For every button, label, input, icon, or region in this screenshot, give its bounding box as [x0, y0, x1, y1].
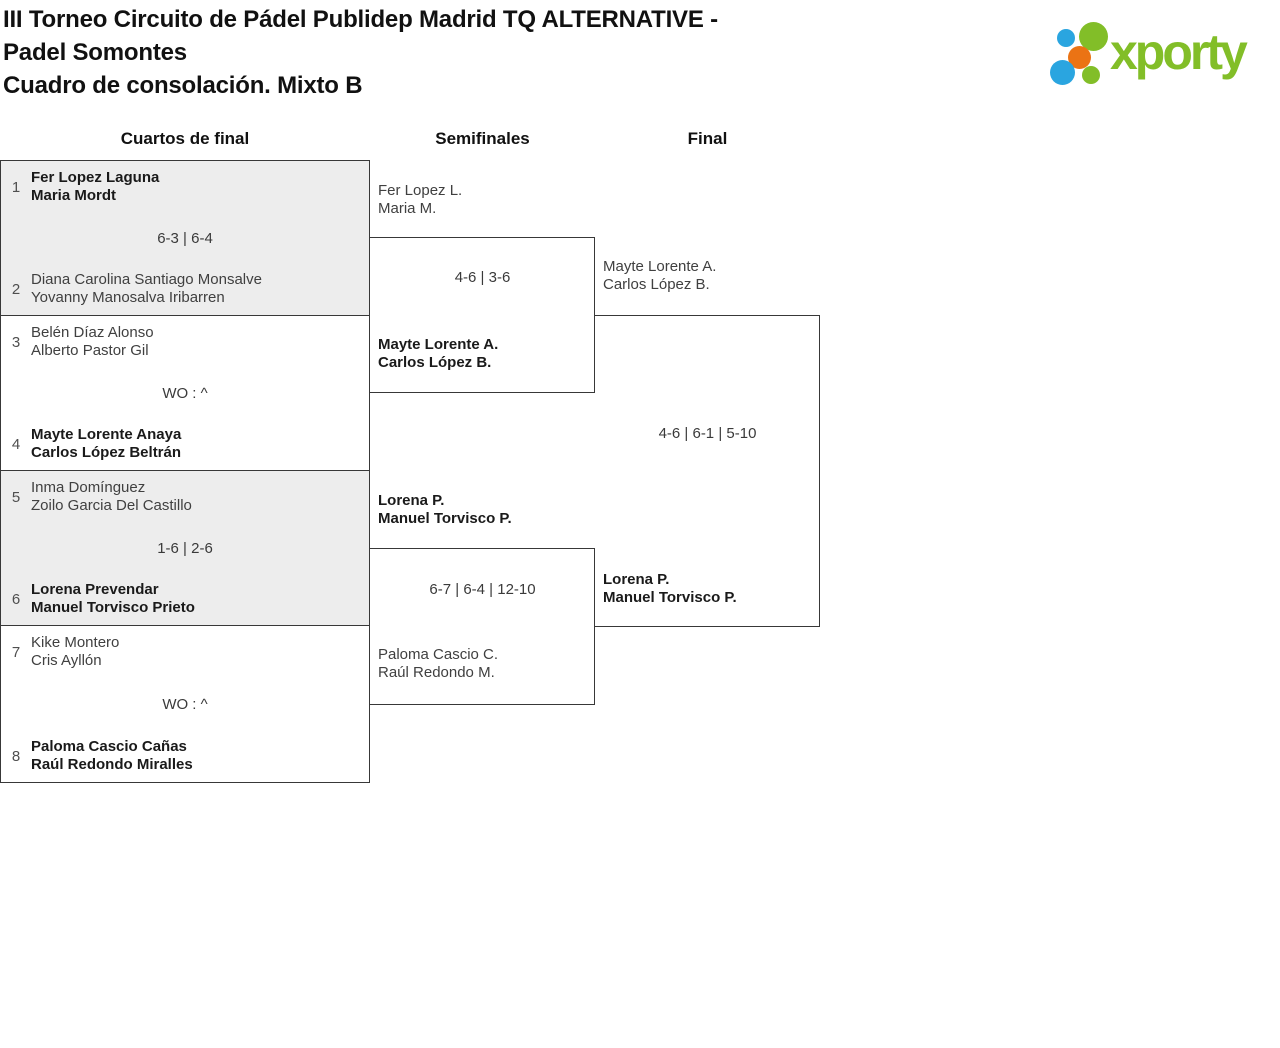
- player-name: Lorena P.: [603, 571, 670, 588]
- player-name: Belén Díaz Alonso: [31, 324, 154, 341]
- player-name: Maria Mordt: [31, 187, 117, 204]
- team-names: Lorena Prevendar Manuel Torvisco Prieto: [31, 581, 195, 617]
- logo-bubble-blue-small-icon: [1057, 29, 1075, 47]
- logo-bubble-green-small-icon: [1082, 66, 1100, 84]
- page-title-line-1: III Torneo Circuito de Pádel Publidep Ma…: [3, 6, 718, 33]
- match-quarterfinal-1: 1 Fer Lopez Laguna Maria Mordt 6-3 | 6-4…: [0, 160, 370, 316]
- match-final-box: [595, 315, 820, 627]
- match-score: WO : ^: [162, 384, 208, 402]
- player-name: Carlos López B.: [603, 276, 710, 293]
- player-name: Inma Domínguez: [31, 479, 146, 496]
- seed-number: 6: [11, 590, 21, 608]
- semifinal-1-score: 4-6 | 3-6: [454, 269, 511, 286]
- semifinal-2-team-bottom: Paloma Cascio C. Raúl Redondo M.: [378, 646, 498, 682]
- team-slot: 7 Kike Montero Cris Ayllón: [1, 634, 369, 670]
- semifinal-2-score: 6-7 | 6-4 | 12-10: [429, 581, 536, 598]
- team-slot: 1 Fer Lopez Laguna Maria Mordt: [1, 169, 369, 205]
- player-name: Manuel Torvisco P.: [378, 510, 512, 527]
- team-slot: 6 Lorena Prevendar Manuel Torvisco Priet…: [1, 581, 369, 617]
- xporty-logo[interactable]: xporty: [1046, 14, 1276, 106]
- player-name: Paloma Cascio C.: [378, 646, 499, 663]
- semifinal-1-team-bottom: Mayte Lorente A. Carlos López B.: [378, 336, 498, 372]
- match-score: WO : ^: [162, 695, 208, 713]
- team-names: Mayte Lorente Anaya Carlos López Beltrán: [31, 426, 181, 462]
- player-name: Lorena P.: [378, 492, 445, 509]
- team-slot: 5 Inma Domínguez Zoilo Garcia Del Castil…: [1, 479, 369, 515]
- player-name: Kike Montero: [31, 634, 120, 651]
- player-name: Carlos López Beltrán: [31, 444, 182, 461]
- player-name: Paloma Cascio Cañas: [31, 738, 187, 755]
- seed-number: 1: [11, 178, 21, 196]
- player-name: Mayte Lorente Anaya: [31, 426, 182, 443]
- page-title-line-3: Cuadro de consolación. Mixto B: [3, 72, 363, 99]
- player-name: Yovanny Manosalva Iribarren: [31, 289, 225, 306]
- player-name: Carlos López B.: [378, 354, 492, 371]
- team-names: Paloma Cascio Cañas Raúl Redondo Miralle…: [31, 738, 193, 774]
- team-slot: 4 Mayte Lorente Anaya Carlos López Beltr…: [1, 426, 369, 462]
- match-score: 6-3 | 6-4: [157, 229, 213, 247]
- player-name: Mayte Lorente A.: [378, 336, 499, 353]
- team-names: Inma Domínguez Zoilo Garcia Del Castillo: [31, 479, 192, 515]
- final-team-top: Mayte Lorente A. Carlos López B.: [603, 258, 716, 294]
- player-name: Cris Ayllón: [31, 652, 102, 669]
- player-name: Alberto Pastor Gil: [31, 342, 149, 359]
- team-names: Fer Lopez Laguna Maria Mordt: [31, 169, 159, 205]
- match-semifinal-1-box: [370, 237, 595, 393]
- semifinal-2-team-top: Lorena P. Manuel Torvisco P.: [378, 492, 512, 528]
- player-name: Mayte Lorente A.: [603, 258, 717, 275]
- seed-number: 2: [11, 280, 21, 298]
- player-name: Zoilo Garcia Del Castillo: [31, 497, 192, 514]
- logo-bubble-orange-icon: [1068, 46, 1091, 69]
- player-name: Manuel Torvisco P.: [603, 589, 737, 606]
- match-semifinal-2-box: [370, 548, 595, 705]
- logo-wordmark: xporty: [1110, 24, 1248, 80]
- team-slot: 8 Paloma Cascio Cañas Raúl Redondo Miral…: [1, 738, 369, 774]
- seed-number: 8: [11, 747, 21, 765]
- match-score: 1-6 | 2-6: [157, 539, 213, 557]
- round-header-semifinals: Semifinales: [435, 129, 530, 148]
- player-name: Lorena Prevendar: [31, 581, 159, 598]
- player-name: Fer Lopez L.: [378, 182, 463, 199]
- seed-number: 4: [11, 435, 21, 453]
- page-title-line-2: Padel Somontes: [3, 39, 187, 66]
- team-names: Belén Díaz Alonso Alberto Pastor Gil: [31, 324, 154, 360]
- final-team-bottom: Lorena P. Manuel Torvisco P.: [603, 571, 737, 607]
- semifinal-1-team-top: Fer Lopez L. Maria M.: [378, 182, 462, 218]
- seed-number: 3: [11, 333, 21, 351]
- player-name: Raúl Redondo M.: [378, 664, 495, 681]
- round-header-final: Final: [687, 129, 728, 148]
- player-name: Fer Lopez Laguna: [31, 169, 160, 186]
- player-name: Diana Carolina Santiago Monsalve: [31, 271, 262, 288]
- round-header-quarterfinals: Cuartos de final: [120, 129, 250, 148]
- final-score: 4-6 | 6-1 | 5-10: [658, 425, 757, 442]
- team-slot: 2 Diana Carolina Santiago Monsalve Yovan…: [1, 271, 369, 307]
- team-names: Kike Montero Cris Ayllón: [31, 634, 119, 670]
- match-quarterfinal-2: 3 Belén Díaz Alonso Alberto Pastor Gil W…: [0, 315, 370, 471]
- team-names: Diana Carolina Santiago Monsalve Yovanny…: [31, 271, 262, 307]
- logo-bubble-blue-big-icon: [1050, 60, 1075, 85]
- match-quarterfinal-4: 7 Kike Montero Cris Ayllón WO : ^ 8 Palo…: [0, 625, 370, 783]
- player-name: Raúl Redondo Miralles: [31, 756, 193, 773]
- team-slot: 3 Belén Díaz Alonso Alberto Pastor Gil: [1, 324, 369, 360]
- player-name: Maria M.: [378, 200, 437, 217]
- seed-number: 5: [11, 488, 21, 506]
- seed-number: 7: [11, 643, 21, 661]
- match-quarterfinal-3: 5 Inma Domínguez Zoilo Garcia Del Castil…: [0, 470, 370, 626]
- player-name: Manuel Torvisco Prieto: [31, 599, 195, 616]
- page-title: III Torneo Circuito de Pádel Publidep Ma…: [3, 3, 883, 102]
